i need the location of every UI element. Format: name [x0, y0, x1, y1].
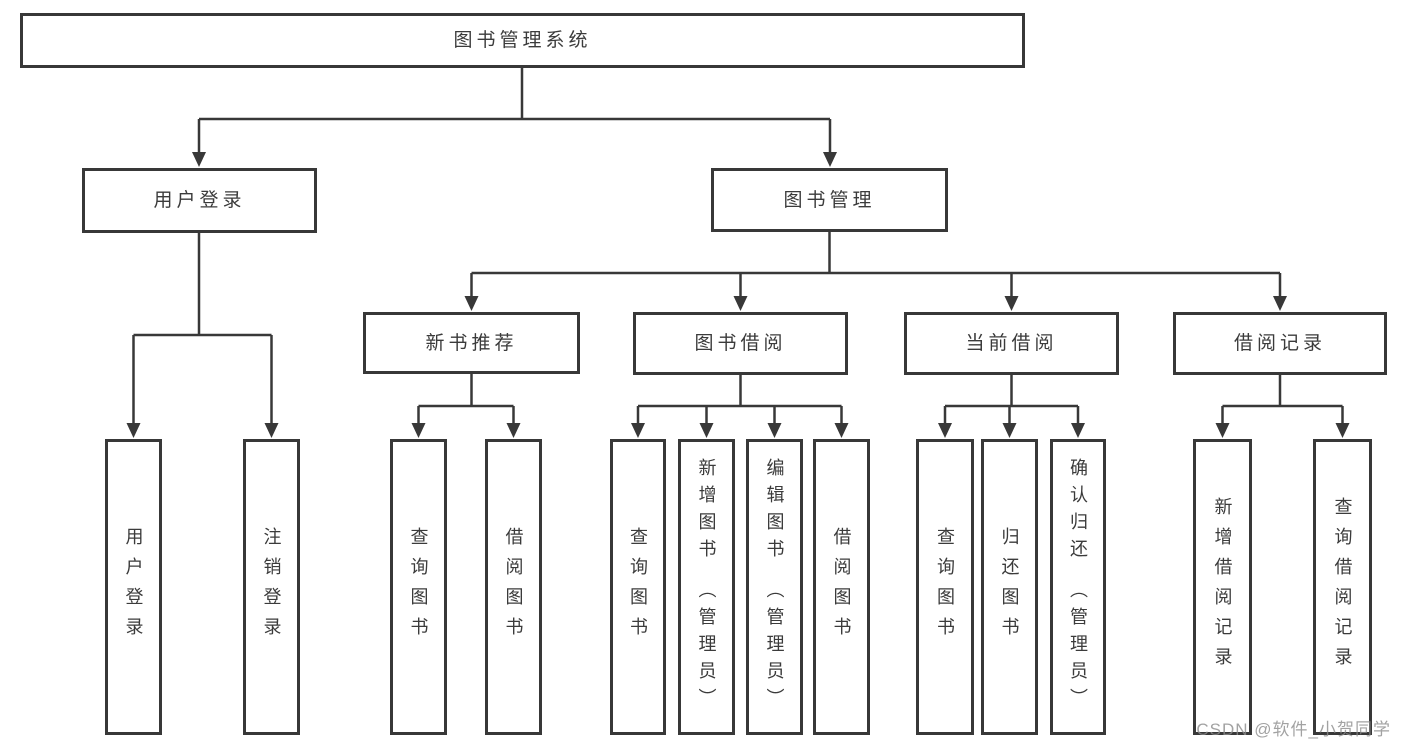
node-label: 新书推荐 — [425, 332, 518, 354]
node-label: 图书借阅 — [694, 333, 787, 354]
csdn-watermark: CSDN @软件_小贺同学 — [1196, 720, 1391, 739]
node-book-borrowing: 图书借阅 — [633, 312, 848, 375]
leaf-label: 归还图书 — [999, 527, 1020, 647]
node-user-login: 用户登录 — [82, 168, 317, 233]
leaf-newbooks-query-books: 查询图书 — [390, 439, 447, 735]
leaf-label: 新增借阅记录 — [1212, 497, 1233, 677]
node-label: 借阅记录 — [1233, 333, 1326, 354]
leaf-label: 查询图书 — [408, 527, 429, 647]
leaf-borrowing-query-books: 查询图书 — [610, 439, 666, 735]
node-label: 当前借阅 — [965, 333, 1058, 354]
leaf-current-query-books: 查询图书 — [916, 439, 974, 735]
leaf-label: 查询图书 — [628, 527, 648, 647]
leaf-label: 确认归还 （管理员） — [1068, 458, 1088, 716]
node-book-management: 图书管理 — [711, 168, 948, 232]
leaf-current-confirm-return-admin: 确认归还 （管理员） — [1050, 439, 1106, 735]
leaf-label: 编辑图书 （管理员） — [764, 458, 785, 716]
node-library-management-system: 图书管理系统 — [20, 13, 1025, 68]
leaf-label: 借阅图书 — [503, 527, 524, 647]
node-current-borrowing: 当前借阅 — [904, 312, 1119, 375]
leaf-label: 查询图书 — [935, 527, 955, 647]
leaf-current-return-books: 归还图书 — [981, 439, 1038, 735]
leaf-logout: 注销登录 — [243, 439, 300, 735]
leaf-label: 注销登录 — [261, 527, 282, 647]
leaf-records-add-record: 新增借阅记录 — [1193, 439, 1252, 735]
leaf-label: 用户登录 — [123, 527, 144, 647]
node-borrow-records: 借阅记录 — [1173, 312, 1387, 375]
leaf-borrowing-borrow-books: 借阅图书 — [813, 439, 870, 735]
leaf-label: 查询借阅记录 — [1332, 497, 1353, 677]
leaf-records-query-record: 查询借阅记录 — [1313, 439, 1372, 735]
node-label: 图书管理系统 — [453, 30, 592, 51]
leaf-borrowing-edit-books-admin: 编辑图书 （管理员） — [746, 439, 803, 735]
leaf-newbooks-borrow-books: 借阅图书 — [485, 439, 542, 735]
leaf-user-login: 用户登录 — [105, 439, 162, 735]
leaf-label: 新增图书 （管理员） — [696, 458, 717, 716]
node-new-book-recommend: 新书推荐 — [363, 312, 580, 374]
node-label: 用户登录 — [153, 190, 246, 211]
node-label: 图书管理 — [783, 189, 876, 211]
leaf-label: 借阅图书 — [831, 527, 852, 647]
leaf-borrowing-add-books-admin: 新增图书 （管理员） — [678, 439, 735, 735]
